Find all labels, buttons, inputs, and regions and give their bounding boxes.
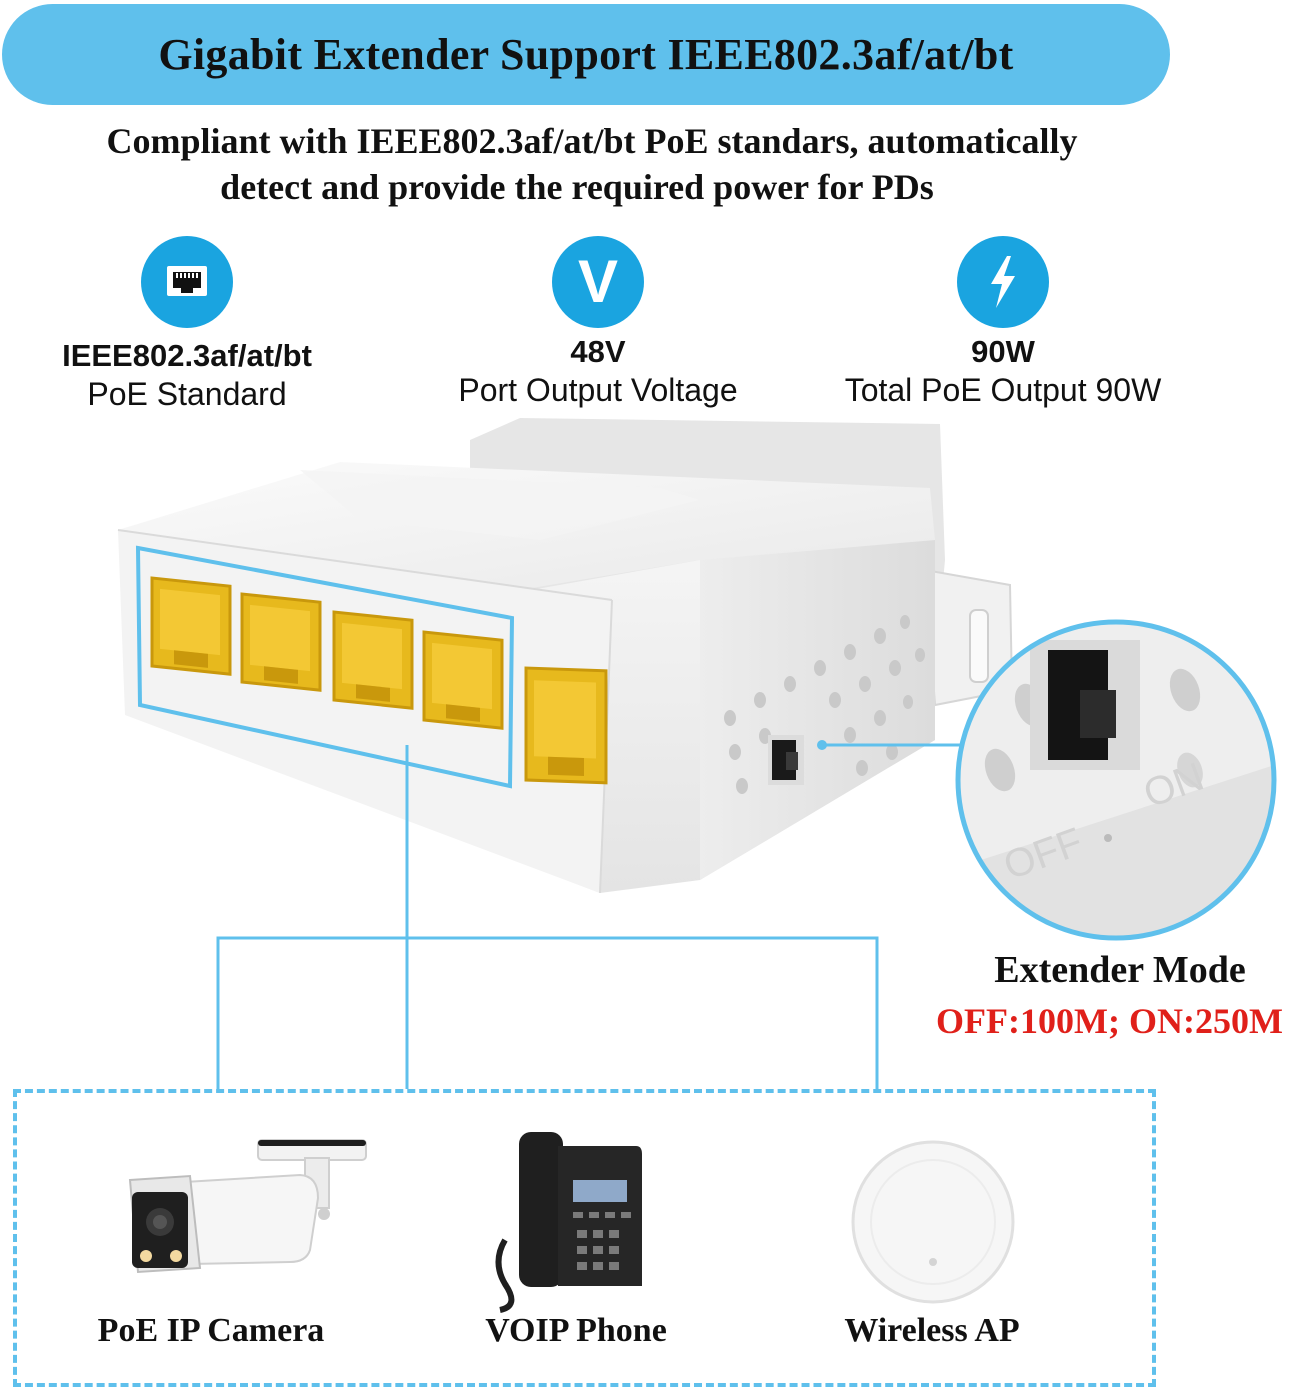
zoom-anchor-dot — [817, 740, 827, 750]
feature-poe-standard: IEEE802.3af/at/bt PoE Standard — [7, 236, 367, 414]
ip-camera-icon — [128, 1139, 367, 1274]
ethernet-port-icon — [141, 236, 233, 328]
device-label-ap: Wireless AP — [844, 1312, 1020, 1349]
feature-value: 48V — [570, 334, 626, 369]
mode-switch-small — [768, 735, 804, 785]
feature-voltage: V 48V Port Output Voltage — [418, 236, 778, 410]
lightning-bolt-icon — [957, 236, 1049, 328]
device-label-phone: VOIP Phone — [485, 1312, 667, 1349]
header-title: Gigabit Extender Support IEEE802.3af/at/… — [158, 30, 1014, 79]
wireless-ap-icon — [851, 1140, 1015, 1304]
switch-zoom-circle: OFF ON — [955, 619, 1277, 941]
extender-mode-title: Extender Mode — [994, 949, 1246, 991]
subtitle-line-1: Compliant with IEEE802.3af/at/bt PoE sta… — [106, 121, 1078, 161]
device-label-camera: PoE IP Camera — [97, 1312, 325, 1349]
extender-mode-values: OFF:100M; ON:250M — [936, 1001, 1283, 1041]
vent-holes — [724, 615, 925, 794]
rj45-ports — [150, 576, 608, 785]
feature-label: PoE Standard — [87, 376, 287, 412]
switch-body — [117, 462, 935, 894]
feature-label: Total PoE Output 90W — [844, 372, 1162, 408]
feature-label: Port Output Voltage — [458, 372, 738, 408]
feature-value: IEEE802.3af/at/bt — [62, 338, 312, 373]
header-banner: Gigabit Extender Support IEEE802.3af/at/… — [2, 4, 1170, 105]
feature-total-power: 90W Total PoE Output 90W — [823, 236, 1183, 410]
powered-devices-box — [13, 1089, 1156, 1387]
feature-value: 90W — [971, 334, 1035, 369]
connector-lines — [216, 743, 960, 1089]
voip-phone-icon — [495, 1132, 642, 1313]
subtitle: Compliant with IEEE802.3af/at/bt PoE sta… — [0, 118, 1184, 210]
voltage-icon: V — [552, 236, 644, 328]
output-ports-highlight — [135, 545, 515, 789]
subtitle-line-2: detect and provide the required power fo… — [220, 167, 934, 207]
voltage-glyph: V — [577, 248, 619, 315]
